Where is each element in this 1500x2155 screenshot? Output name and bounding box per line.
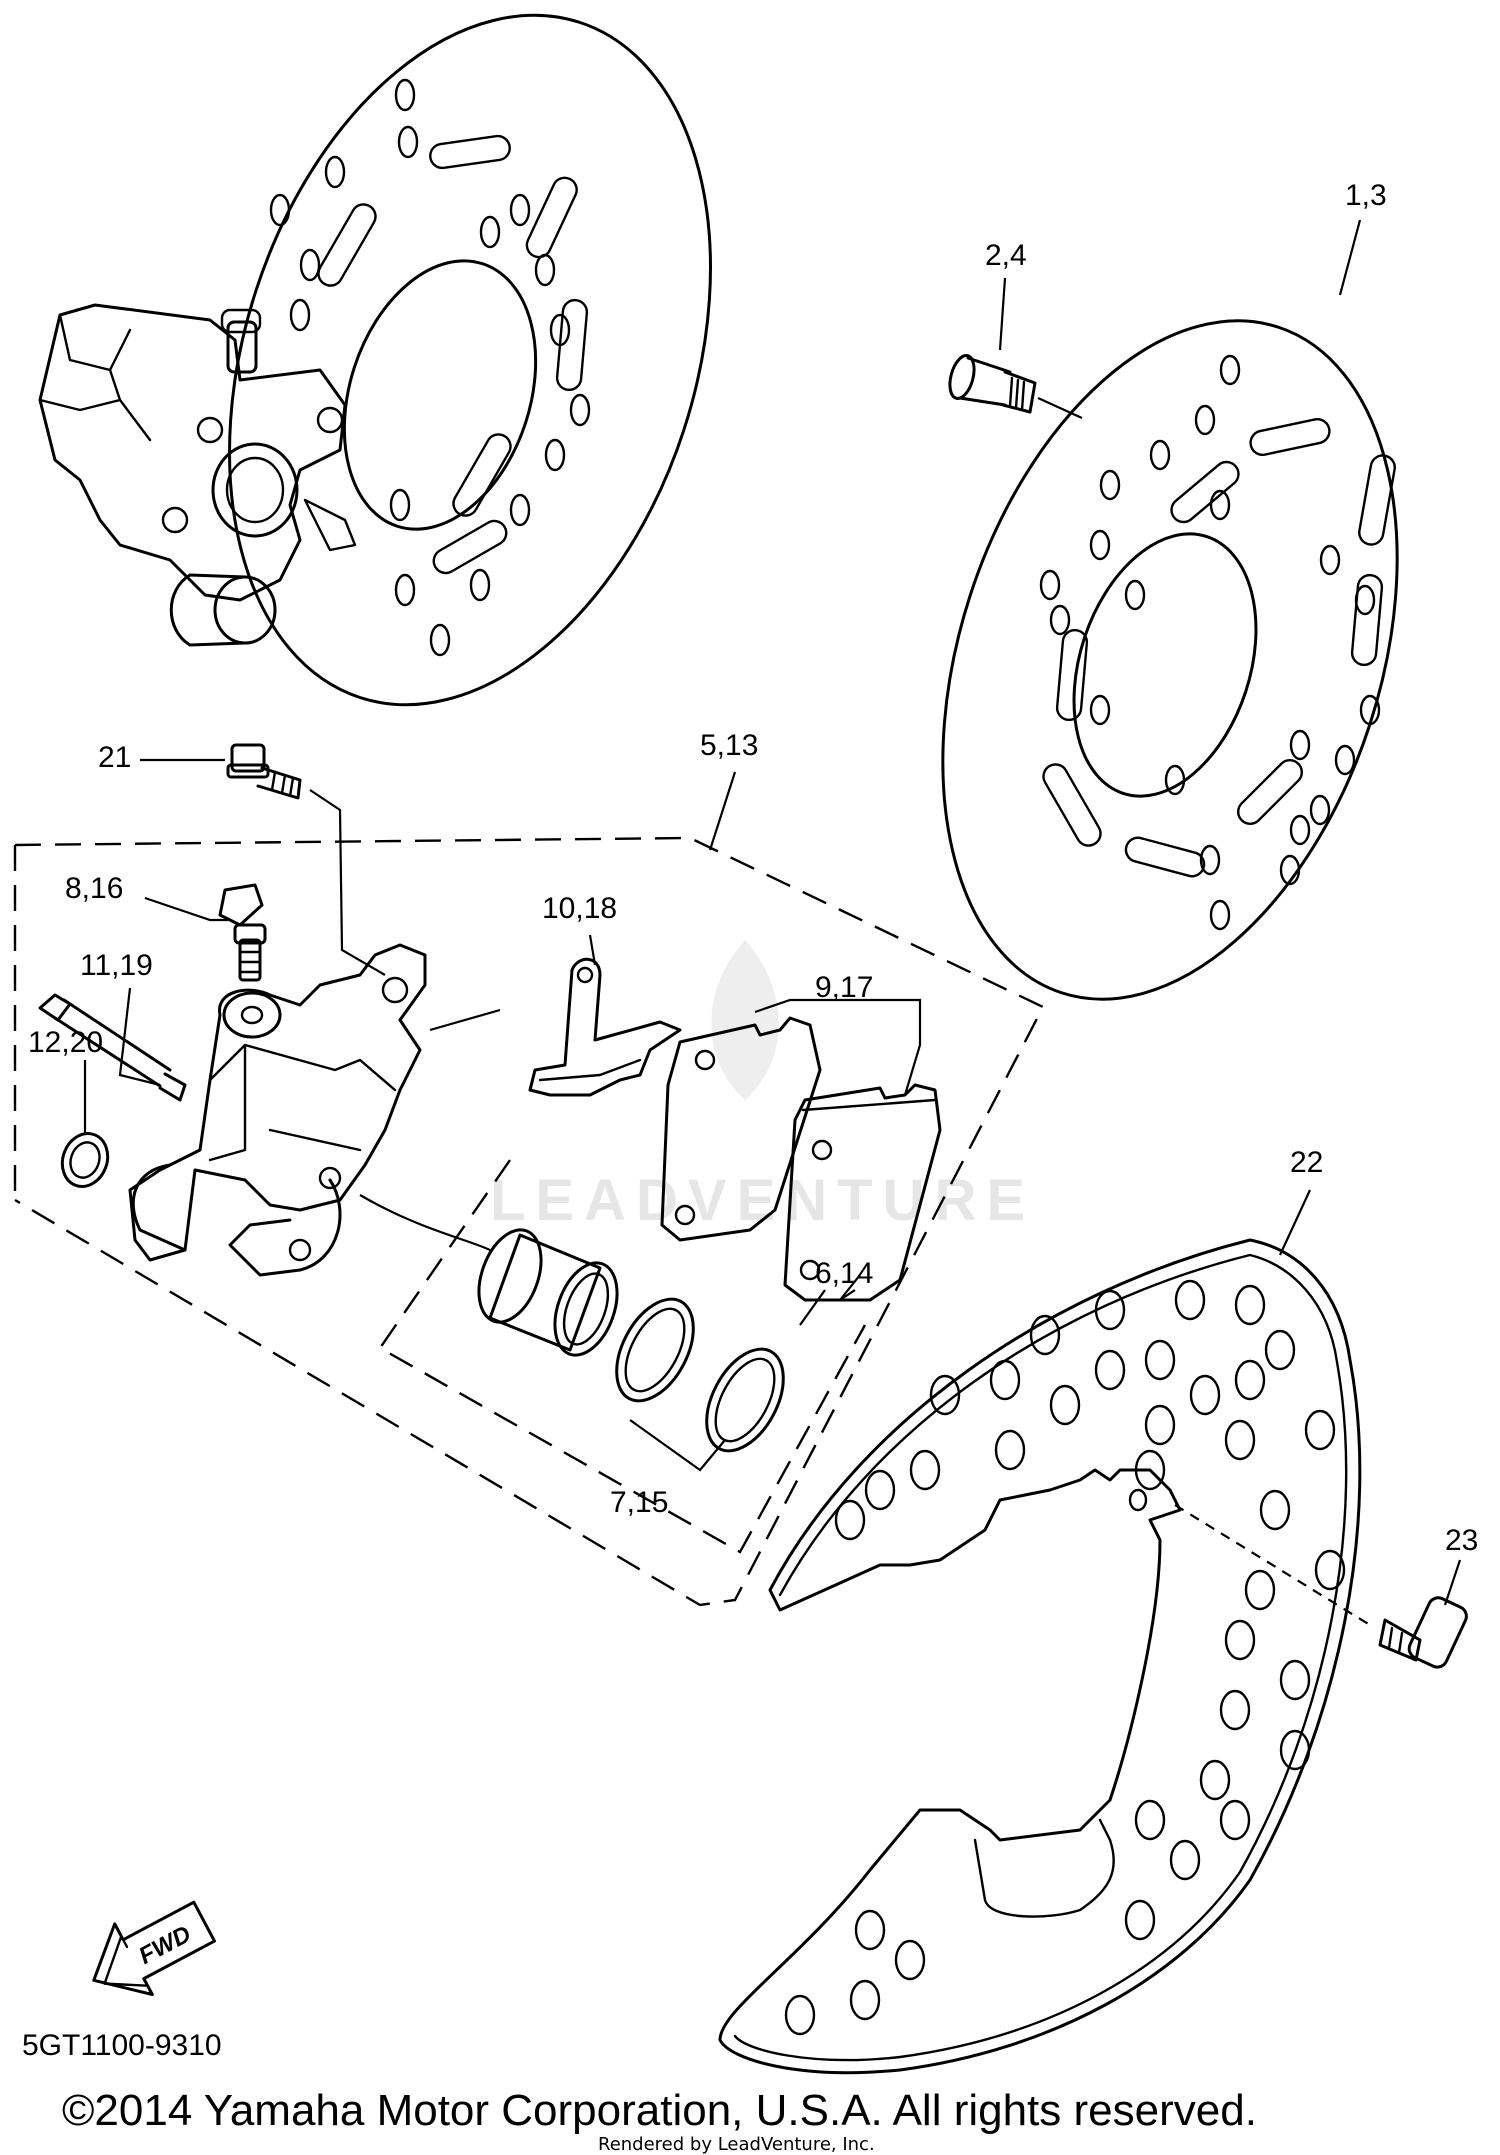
brake-pad-front	[783, 1083, 942, 1302]
caliper-bolt	[226, 743, 386, 976]
assembled-caliper	[38, 303, 357, 647]
brake-pad-rear	[660, 1016, 822, 1242]
pad-spring	[528, 957, 682, 1097]
caliper-pin	[38, 993, 187, 1102]
callout-6-14: 6,14	[815, 1257, 873, 1290]
callout-labels: 1,3 2,4 5,13 21 8,16 10,18 11,19 9,17 12…	[28, 179, 1478, 1557]
piston-seals	[615, 1297, 785, 1453]
caliper-piston	[477, 1228, 619, 1357]
callout-5-13: 5,13	[700, 729, 758, 762]
callout-22: 22	[1290, 1146, 1323, 1179]
disc-bolt	[948, 354, 1083, 420]
callout-11-19: 11,19	[80, 949, 153, 982]
callout-23: 23	[1445, 1524, 1478, 1557]
brake-disc	[941, 319, 1399, 1001]
callout-10-18: 10,18	[542, 892, 617, 925]
callout-7-15: 7,15	[610, 1486, 668, 1519]
disc-guard	[718, 1238, 1362, 2075]
callout-12-20: 12,20	[28, 1026, 103, 1059]
caliper-kit-outline	[13, 836, 1045, 1607]
pin-boot	[60, 1132, 110, 1188]
watermark: LEADVENTURE	[490, 940, 1025, 1233]
copyright-notice: ©2014 Yamaha Motor Corporation, U.S.A. A…	[62, 2086, 1257, 2135]
bleed-screw	[218, 883, 267, 982]
fwd-arrow: FWD	[92, 1900, 216, 1997]
callout-21: 21	[98, 741, 131, 774]
callout-1-3: 1,3	[1345, 179, 1387, 212]
callout-9-17: 9,17	[815, 971, 873, 1004]
callout-2-4: 2,4	[985, 239, 1027, 272]
leader-lines	[83, 219, 1462, 1606]
callout-8-16: 8,16	[65, 872, 123, 905]
assembled-disc	[228, 13, 712, 707]
diagram-code: 5GT1100-9310	[22, 2029, 222, 2062]
caliper-body	[128, 943, 501, 1277]
guard-bolt	[1174, 1504, 1468, 1669]
rendered-by-notice: Rendered by LeadVenture, Inc.	[598, 2134, 875, 2155]
